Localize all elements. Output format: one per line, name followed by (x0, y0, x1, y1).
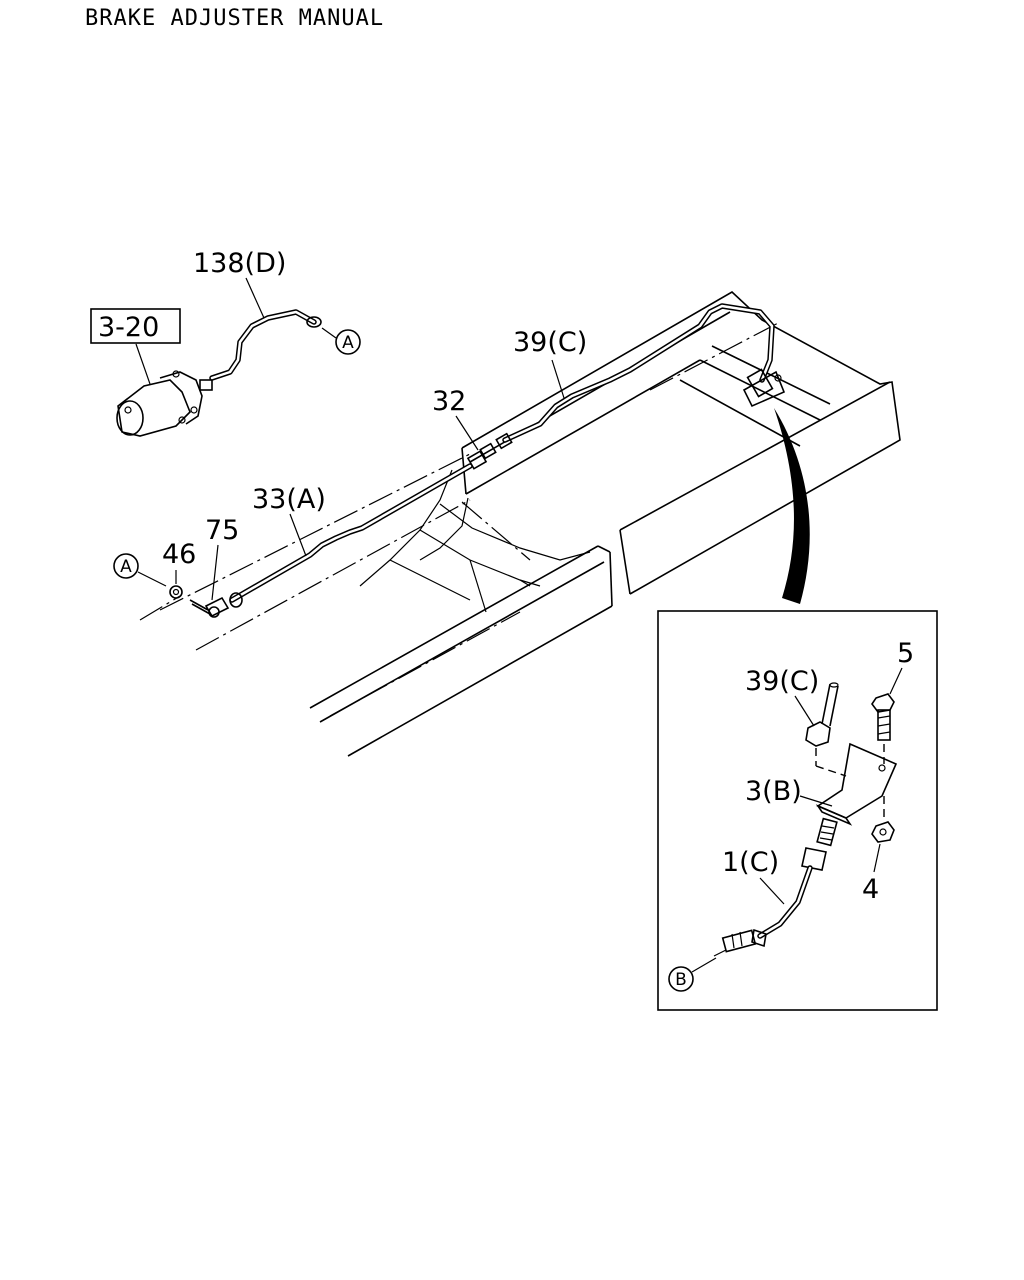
detail-callout-3b: 3(B) (745, 776, 802, 807)
reference-box-3-20[interactable]: 3-20 (90, 308, 181, 385)
connector-marker-a-top[interactable]: A (321, 327, 361, 355)
connector-marker-b[interactable]: B (668, 957, 717, 992)
union-fitting-32[interactable] (466, 432, 513, 470)
detail-inset: 5 39(C) 3(B) 4 (657, 610, 938, 1011)
marker-b-label: B (675, 970, 687, 990)
detail-pointer-arrow (774, 408, 810, 604)
detail-callout-4: 4 (862, 874, 879, 905)
detail-callout-1c: 1(C) (722, 847, 779, 878)
marker-a-left-label: A (120, 557, 132, 577)
connector-75[interactable] (189, 592, 243, 618)
reference-box-label: 3-20 (98, 312, 159, 343)
callout-39c: 39(C) (513, 327, 587, 358)
bracket-3b[interactable] (815, 742, 898, 826)
pipe-bracket[interactable] (742, 368, 786, 408)
callout-46: 46 (162, 539, 196, 570)
chassis-frame (139, 291, 901, 757)
callout-32: 32 (432, 386, 466, 417)
detail-pipe-39c[interactable] (805, 682, 839, 747)
detail-callout-39c: 39(C) (745, 666, 819, 697)
detail-callout-5: 5 (897, 638, 914, 669)
brake-hose-1c[interactable] (713, 817, 838, 957)
bolt-5[interactable] (871, 693, 895, 741)
connector-marker-a-left[interactable]: A (113, 553, 167, 587)
detail-frame (657, 610, 938, 1011)
nut-46[interactable] (169, 585, 183, 599)
marker-a-top-label: A (342, 333, 354, 353)
brake-booster-unit[interactable] (116, 370, 213, 437)
diagram-title: BRAKE ADJUSTER MANUAL (85, 6, 384, 31)
brake-pipe-39c[interactable] (502, 303, 775, 443)
callout-138d: 138(D) (193, 248, 286, 279)
brake-pipe-33a[interactable] (229, 463, 473, 603)
callout-75: 75 (205, 515, 239, 546)
nut-4[interactable] (871, 821, 895, 843)
callout-33a: 33(A) (252, 484, 326, 515)
brake-pipe-138d[interactable] (209, 309, 322, 381)
